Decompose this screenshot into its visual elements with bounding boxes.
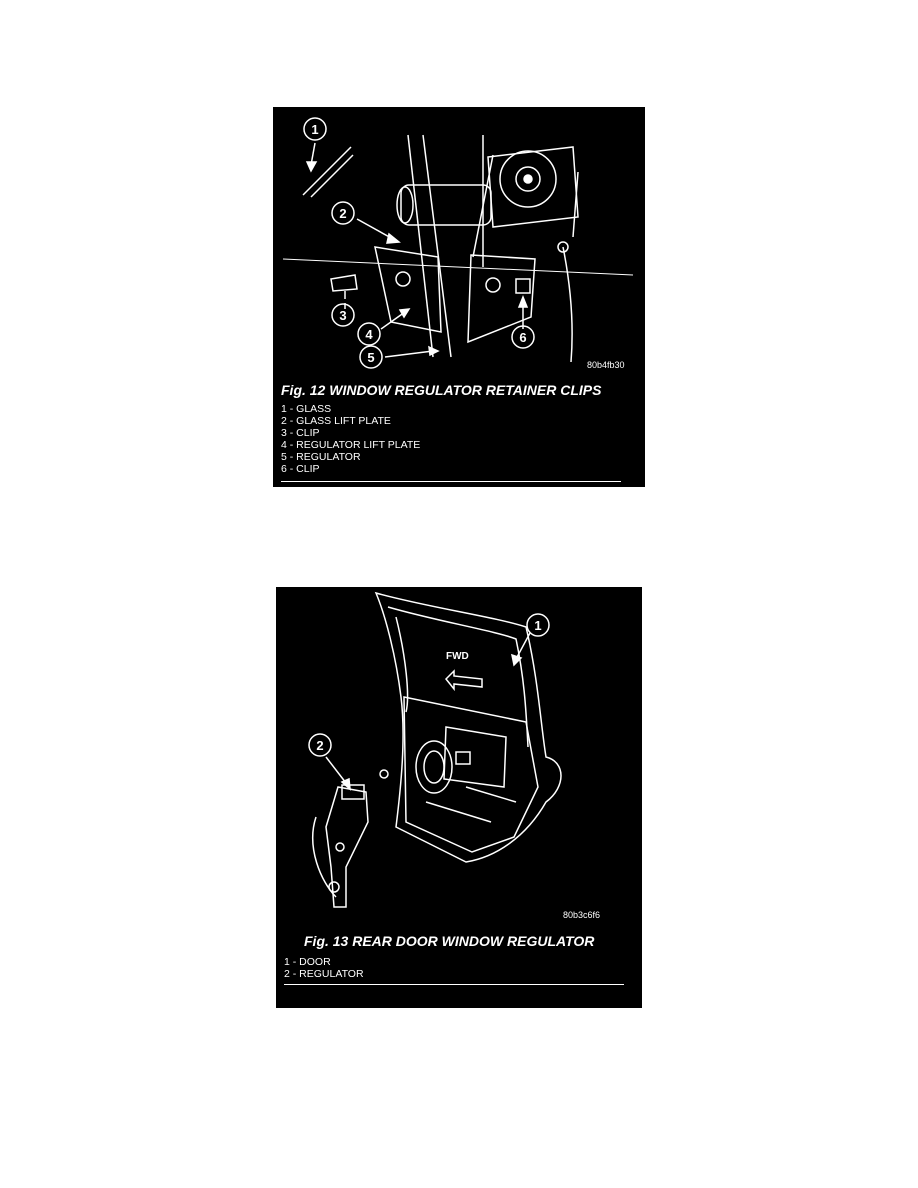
callout-3-circle <box>331 303 355 327</box>
callout-1: 1 <box>311 122 318 137</box>
figure-code: 80b3c6f6 <box>563 910 601 920</box>
legend-divider <box>284 984 624 985</box>
legend-item: 3 - CLIP <box>281 427 320 439</box>
callout-1-circle <box>303 117 327 141</box>
legend-item: 4 - REGULATOR LIFT PLATE <box>281 439 421 451</box>
callout-6-circle <box>511 325 535 349</box>
callout-5: 5 <box>367 350 374 365</box>
figure-legend: 1 - GLASS 2 - GLASS LIFT PLATE 3 - CLIP … <box>281 403 420 479</box>
callout-3: 3 <box>339 308 346 323</box>
figure-legend: 1 - DOOR 2 - REGULATOR <box>284 956 364 977</box>
figure-13: 1 2 FWD 80b3c6f6 Fig. 13 REAR DOOR WINDO… <box>276 587 642 1008</box>
window-regulator-retainer-clips-illustration: 1 2 3 4 5 6 <box>282 117 634 369</box>
rear-door-window-regulator-illustration: 1 2 <box>308 591 562 908</box>
legend-item: 1 - DOOR <box>284 956 331 968</box>
callout-2: 2 <box>339 206 346 221</box>
figure-code: 80b4fb30 <box>587 360 625 370</box>
fwd-label: FWD <box>446 651 469 662</box>
legend-item: 6 - CLIP <box>281 463 320 475</box>
legend-item: 2 - GLASS LIFT PLATE <box>281 415 391 427</box>
callout-4-circle <box>357 322 381 346</box>
figure-caption: Fig. 12 WINDOW REGULATOR RETAINER CLIPS <box>281 382 602 398</box>
callout-2-circle <box>308 733 332 757</box>
figure-12: 1 2 3 4 5 6 80b4fb30 Fig. 12 WINDOW REGU… <box>273 107 645 487</box>
callout-2: 2 <box>316 738 323 753</box>
legend-item: 5 - REGULATOR <box>281 451 361 463</box>
callout-5-circle <box>359 345 383 369</box>
callout-4: 4 <box>365 327 373 342</box>
legend-item: 1 - GLASS <box>281 403 332 415</box>
callout-6: 6 <box>519 330 526 345</box>
figure-caption: Fig. 13 REAR DOOR WINDOW REGULATOR <box>304 933 595 949</box>
callout-2-circle <box>331 201 355 225</box>
legend-divider <box>281 481 621 482</box>
callout-1: 1 <box>534 618 541 633</box>
callout-1-circle <box>526 613 550 637</box>
legend-item: 2 - REGULATOR <box>284 968 364 977</box>
